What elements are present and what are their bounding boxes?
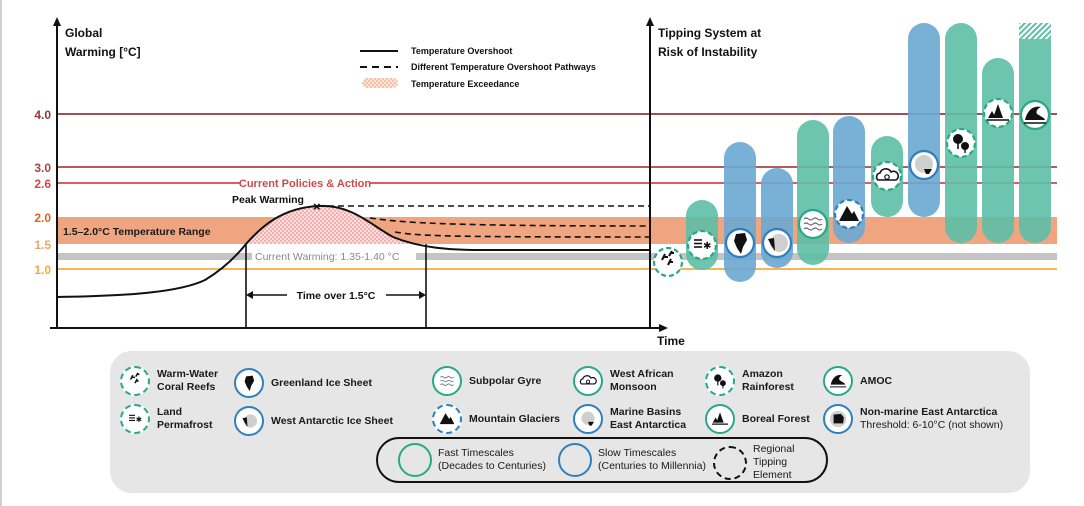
current-policies-label: Current Policies & Action bbox=[239, 178, 372, 190]
legend-label: West Antarctic Ice Sheet bbox=[271, 414, 393, 427]
main-diagram: 4.0 3.0 2.6 2.0 1.5 1.0 Current Policies & Ac… bbox=[34, 17, 1057, 348]
legend-pathways: Different Temperature Overshoot Pathways bbox=[411, 62, 596, 72]
legend-label: West African bbox=[610, 368, 674, 380]
legend-label: Boreal Forest bbox=[742, 412, 810, 425]
legend-overshoot: Temperature Overshoot bbox=[411, 46, 512, 56]
left-border bbox=[0, 0, 2, 506]
svg-text:✱: ✱ bbox=[136, 415, 142, 424]
legend-label: Mountain Glaciers bbox=[469, 412, 561, 425]
bar-ebasins bbox=[908, 23, 940, 217]
right-y-axis-title-1: Tipping System at bbox=[658, 26, 761, 40]
wais-icon bbox=[234, 406, 264, 436]
threshold-label-1.5: 1.5 bbox=[34, 238, 51, 252]
mountain-icon bbox=[432, 404, 462, 434]
legend-fast-timescale: Fast Timescales(Decades to Centuries) bbox=[398, 443, 546, 477]
legend-item-boreal: Boreal Forest bbox=[705, 404, 810, 434]
temperature-overshoot-curve bbox=[56, 204, 650, 298]
legend-sublabel: Coral Reefs bbox=[157, 381, 216, 393]
legend-sublabel: Monsoon bbox=[610, 381, 657, 393]
temperature-exceedance-area bbox=[246, 205, 427, 244]
monsoon-icon bbox=[573, 366, 603, 396]
legend-sublabel: Rainforest bbox=[742, 381, 794, 393]
timescale-legend: Fast Timescales(Decades to Centuries) Sl… bbox=[376, 437, 828, 483]
coral-icon bbox=[120, 366, 150, 396]
legend-item-amoc: AMOC bbox=[823, 366, 892, 396]
legend-item-glaciers: Mountain Glaciers bbox=[432, 404, 560, 434]
amoc-uncertainty-hatch bbox=[1019, 23, 1051, 39]
right-y-axis-title-2: Risk of Instability bbox=[658, 45, 758, 59]
greenland-icon bbox=[234, 368, 264, 398]
y-axis-title-2: Warming [°C] bbox=[65, 45, 141, 59]
legend-label: Marine Basins bbox=[610, 406, 682, 418]
legend-label: Subpolar Gyre bbox=[469, 374, 542, 387]
legend-sublabel: Permafrost bbox=[157, 419, 213, 431]
boreal-icon bbox=[705, 404, 735, 434]
legend-label: AMOC bbox=[860, 374, 893, 387]
non-marine-ea-icon bbox=[823, 404, 853, 434]
legend-label: Warm-Water bbox=[157, 368, 219, 380]
range-band-label: 1.5–2.0°C Temperature Range bbox=[63, 226, 211, 238]
threshold-label-3.0: 3.0 bbox=[34, 161, 51, 175]
peak-warming-label: Peak Warming bbox=[232, 194, 304, 206]
legend-item-greenland: Greenland Ice Sheet bbox=[234, 368, 372, 398]
time-over-label: Time over 1.5°C bbox=[297, 290, 376, 302]
bar-greenland bbox=[724, 142, 756, 282]
svg-text:✱: ✱ bbox=[703, 241, 711, 252]
legend-exceedance: Temperature Exceedance bbox=[411, 79, 519, 89]
legend-slow-timescale: Slow Timescales(Centuries to Millennia) bbox=[558, 443, 706, 477]
current-warming-label: Current Warming: 1.35-1.40 °C bbox=[255, 251, 400, 263]
permafrost-icon: ✱ bbox=[120, 404, 150, 434]
legend-sublabel: East Antarctica bbox=[610, 419, 687, 431]
pathway-dashed-3 bbox=[394, 231, 651, 238]
current-warming-band bbox=[57, 253, 1057, 260]
permafrost-icon bbox=[686, 229, 718, 261]
legend-label: Land bbox=[157, 406, 183, 418]
bar-gyre bbox=[797, 120, 829, 265]
threshold-label-1.0: 1.0 bbox=[34, 263, 51, 277]
east-basins-icon bbox=[573, 404, 603, 434]
range-band bbox=[57, 217, 1057, 244]
rainforest-icon bbox=[705, 366, 735, 396]
gyre-icon bbox=[432, 366, 462, 396]
fast-timescale-circle-icon bbox=[398, 443, 432, 477]
peak-warming-marker: × bbox=[313, 199, 321, 214]
legend-label: Greenland Ice Sheet bbox=[271, 376, 372, 389]
slow-timescale-circle-icon bbox=[558, 443, 592, 477]
y-axis-title-1: Global bbox=[65, 26, 102, 40]
threshold-label-2.6: 2.6 bbox=[34, 177, 51, 191]
threshold-label-4.0: 4.0 bbox=[34, 108, 51, 122]
legend-sublabel: Threshold: 6-10°C (not shown) bbox=[860, 419, 1004, 431]
legend-item-gyre: Subpolar Gyre bbox=[432, 366, 541, 396]
bar-boreal bbox=[982, 58, 1014, 243]
legend-label: Non-marine East Antarctica bbox=[860, 406, 998, 418]
monsoon-icon bbox=[871, 160, 903, 192]
amoc-icon bbox=[823, 366, 853, 396]
bar-amoc bbox=[1019, 39, 1051, 243]
pathway-dashed-2 bbox=[369, 217, 651, 227]
x-axis-title: Time bbox=[657, 334, 685, 348]
legend-label: Amazon bbox=[742, 368, 783, 380]
coral-icon bbox=[652, 246, 684, 278]
legend-item-wais: West Antarctic Ice Sheet bbox=[234, 406, 393, 436]
threshold-label-2.0: 2.0 bbox=[34, 211, 51, 225]
regional-element-circle-icon bbox=[713, 445, 747, 480]
